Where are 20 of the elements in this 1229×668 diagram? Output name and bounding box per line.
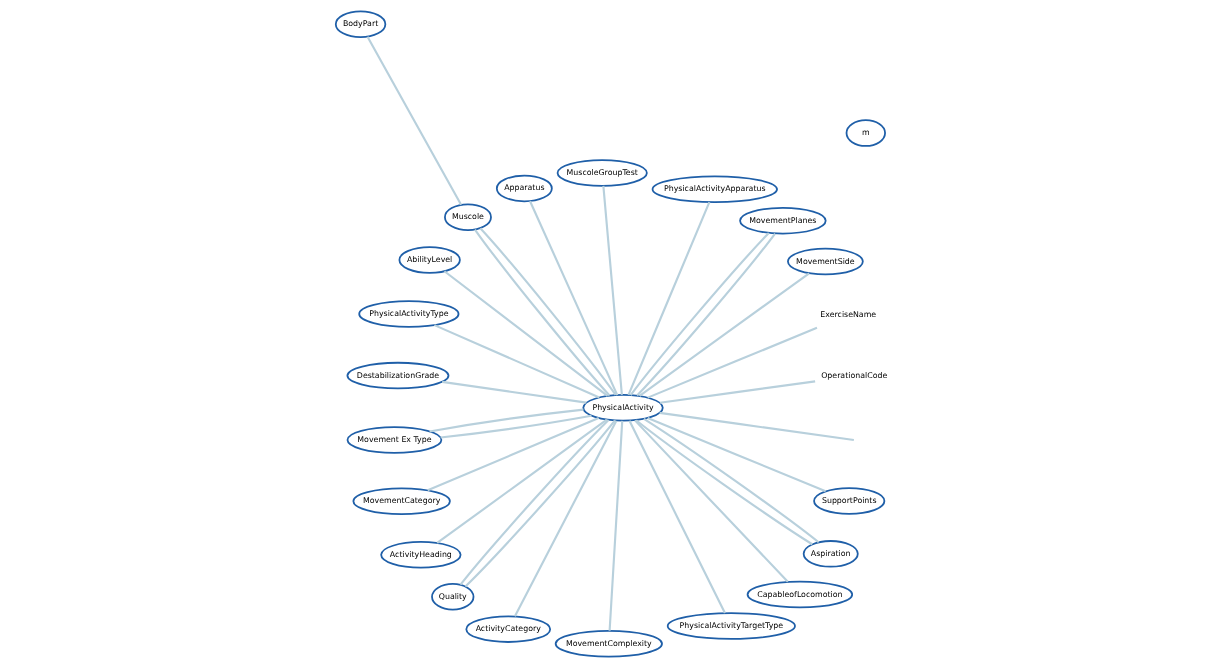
connector [659, 411, 854, 442]
connector [608, 420, 624, 631]
connector [602, 185, 623, 395]
connector [436, 418, 608, 544]
connector [433, 324, 600, 399]
connector [443, 270, 609, 397]
connector [628, 420, 726, 614]
connector [442, 380, 587, 404]
connector [429, 408, 584, 433]
connector [366, 36, 463, 206]
connector [647, 326, 818, 399]
connector [529, 200, 619, 396]
connector [647, 417, 827, 493]
connector [427, 417, 600, 492]
connector [659, 380, 816, 404]
connector [638, 272, 810, 397]
connector [440, 414, 592, 439]
connector [627, 201, 711, 396]
connector [513, 420, 618, 617]
connector [634, 419, 789, 583]
